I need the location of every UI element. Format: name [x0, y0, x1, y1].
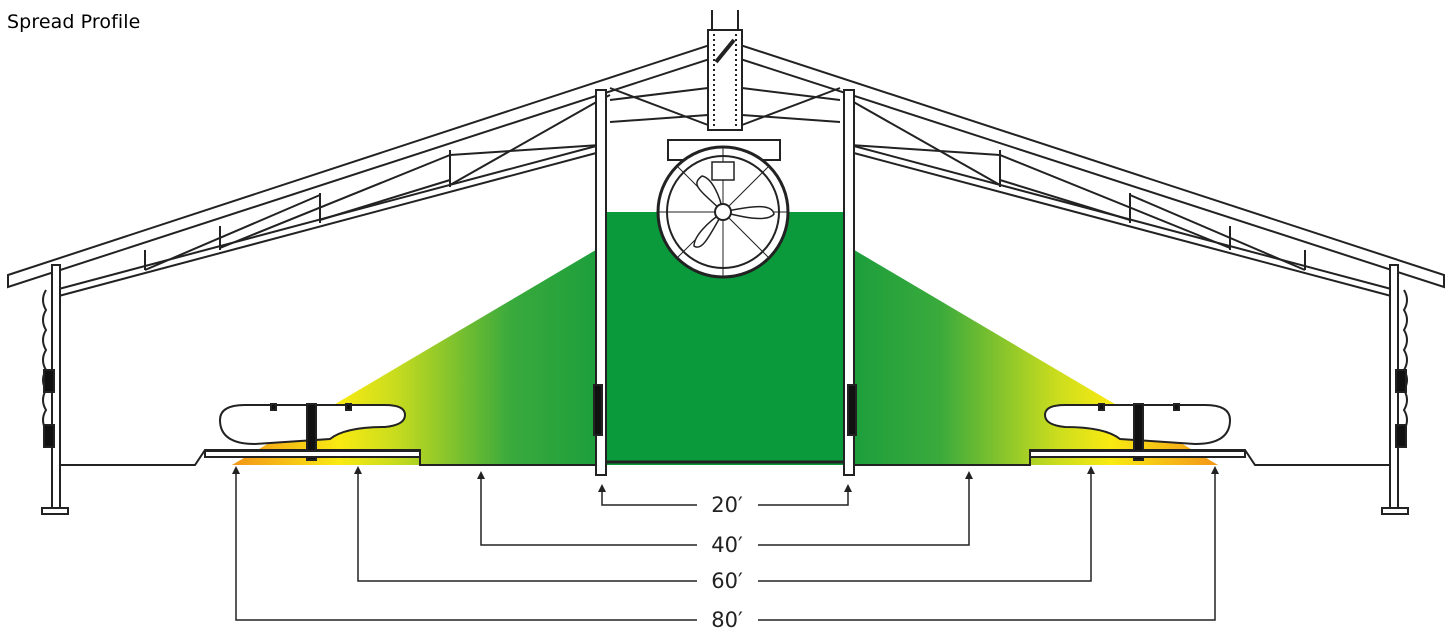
dimension-label-60: 60′: [711, 569, 743, 593]
side-wall-left: [41, 264, 69, 515]
dimension-label-40: 40′: [711, 533, 743, 557]
airflow-left-wing: [232, 212, 660, 465]
feeder-left-icon: [204, 403, 421, 461]
roof-truss: [7, 38, 1445, 298]
feeder-right-icon: [1029, 403, 1246, 461]
dimension-label-80: 80′: [711, 608, 743, 631]
page-title: Spread Profile: [7, 11, 141, 33]
center-posts: [593, 89, 857, 476]
side-wall-right: [1381, 264, 1409, 515]
fan-mast: [707, 10, 743, 131]
dimension-label-20: 20′: [711, 493, 743, 517]
dimension-lines: [235, 470, 1216, 621]
dimension-arrows: [232, 466, 1219, 492]
ceiling-fan-icon: [656, 139, 790, 279]
airflow-right-wing: [790, 212, 1218, 465]
